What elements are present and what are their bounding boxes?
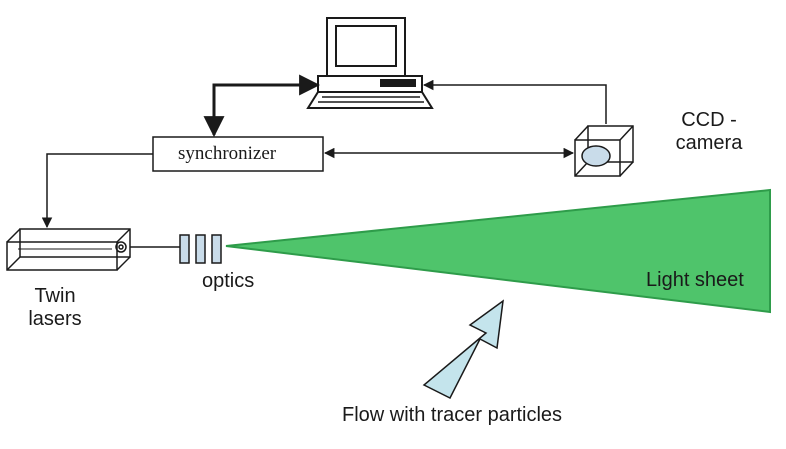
twin-label-line2: lasers: [28, 308, 82, 330]
ccd-label-line2: camera: [675, 132, 743, 154]
optics-lens-icon: [179, 234, 222, 264]
flow-arrow-icon: [422, 299, 504, 400]
ccd-label-line1: CCD -: [681, 109, 737, 131]
ccd-camera-icon: [574, 125, 634, 177]
twin-label-line1: Twin: [34, 285, 76, 307]
twin-lasers-icon: [6, 228, 131, 271]
computer-icon: [306, 17, 434, 109]
ccd-camera-label: CCD - camera: [664, 109, 754, 155]
light-sheet-label: Light sheet: [646, 269, 744, 291]
sync-laser-link: [41, 153, 153, 229]
light-sheet: [225, 188, 771, 314]
optics-label: optics: [202, 270, 255, 292]
twin-lasers-label: Twin lasers: [10, 285, 100, 331]
flow-label: Flow with tracer particles: [342, 404, 563, 426]
computer-sync-link: [203, 74, 321, 138]
camera-computer-link: [422, 79, 607, 124]
synchronizer-label: synchronizer: [178, 143, 277, 164]
